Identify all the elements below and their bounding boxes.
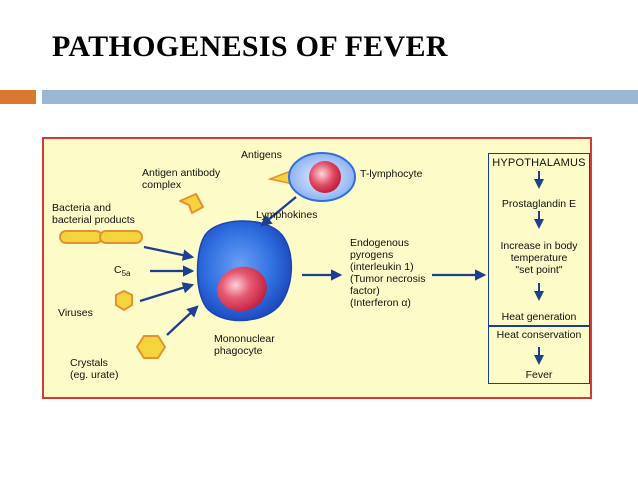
mononuclear-phagocyte-icon [196, 220, 292, 322]
hypothalamus-box: HYPOTHALAMUS Prostaglandin E Increase in… [488, 153, 590, 384]
set-point-label: Increase in body temperature "set point" [500, 240, 578, 276]
c5a-subscript: 5a [121, 269, 131, 279]
pyrogens-label: Endogenous pyrogens (interleukin 1) (Tum… [350, 237, 426, 309]
hypothalamus-title: HYPOTHALAMUS [492, 157, 586, 169]
arrow-crystals-to-phagocyte [166, 305, 199, 336]
c5a-label: C5a [114, 264, 131, 280]
virus-icon [115, 289, 133, 312]
t-lymphocyte-icon [288, 152, 356, 202]
slide-title: PATHOGENESIS OF FEVER [52, 30, 448, 63]
title-rule-bar [42, 90, 638, 104]
arrow-viruses-to-phagocyte [139, 282, 195, 303]
crystal-icon [135, 335, 167, 359]
bacteria-label: Bacteria and bacterial products [52, 202, 135, 226]
crystals-label: Crystals (eg. urate) [70, 357, 119, 381]
arrow-lymphokines [260, 196, 297, 227]
lymphokines-label: Lymphokines [256, 209, 318, 221]
t-lymphocyte-label: T-lymphocyte [360, 168, 423, 180]
antigen-antibody-complex-label: Antigen antibody complex [142, 167, 221, 191]
heat-divider [489, 325, 589, 327]
phagocyte-label: Mononuclear phagocyte [214, 333, 275, 357]
heat-conservation-label: Heat conservation [496, 329, 582, 341]
heat-generation-label: Heat generation [501, 311, 577, 323]
viruses-label: Viruses [58, 307, 93, 319]
prostaglandin-label: Prostaglandin E [501, 198, 577, 210]
bacteria-icon [59, 230, 143, 244]
c5a-main: C [114, 264, 122, 276]
fever-label: Fever [525, 369, 553, 381]
arrow-bacteria-to-phagocyte [143, 245, 195, 261]
antigen-antibody-complex-icon [179, 193, 204, 214]
fever-pathway-diagram: Antigens Antigen antibody complex T-lymp… [42, 137, 592, 399]
diagram-graphics [59, 152, 544, 365]
title-accent-bar [0, 90, 36, 104]
antigens-label: Antigens [241, 149, 282, 161]
